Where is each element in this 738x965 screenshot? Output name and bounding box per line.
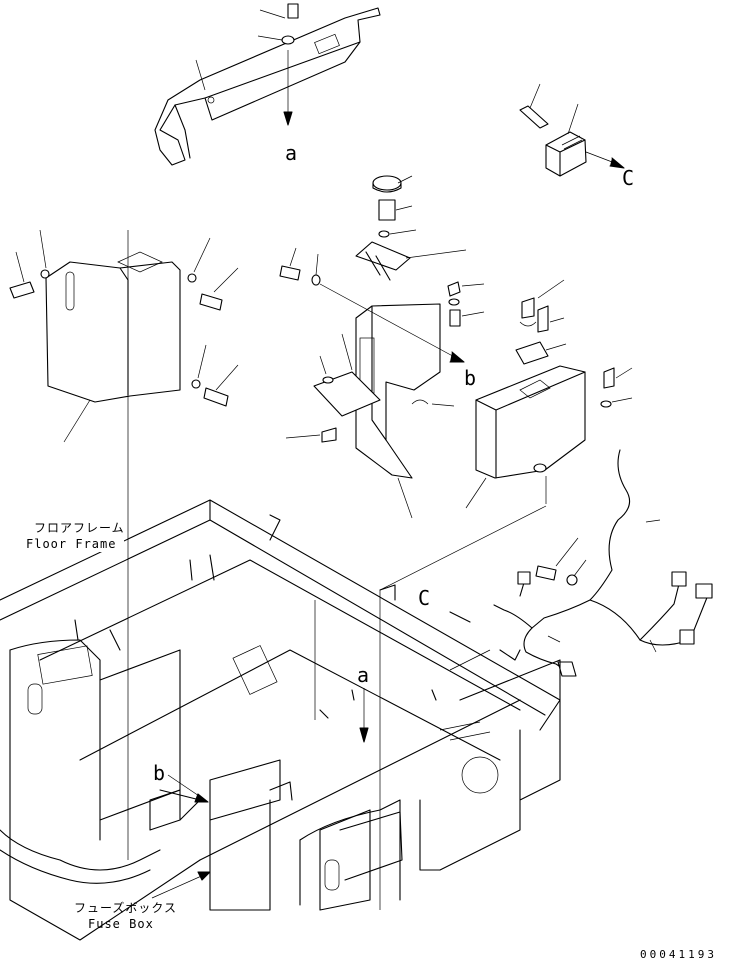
callout-b-lower-arrow [194,793,209,803]
drawing-number: 00041193 [640,948,717,961]
floor-frame-jp-label: フロアフレーム [34,521,125,535]
callout-b-upper: b [464,366,476,390]
callout-a-upper: a [285,141,297,165]
link-line-2 [449,649,491,671]
callout-c-lower: C [418,586,430,610]
floor-frame [0,499,561,941]
fuse-box-caption: フューズボックス Fuse Box [74,871,211,931]
callout-c-lower-arrow [449,611,471,623]
link-line [379,505,547,591]
floor-frame-caption: フロアフレーム Floor Frame [24,518,125,552]
right-plate [465,279,633,509]
center-cover-assembly [279,175,485,519]
callout-a-lower: a [357,663,369,687]
top-bracket [154,3,381,166]
wire-harness [493,449,713,677]
callout-a-lower-arrow [359,727,369,743]
fuse-box-en-label: Fuse Box [88,917,154,931]
callout-b-lower: b [153,761,165,785]
relay-assembly [519,83,625,177]
callout-c-upper: C [622,166,634,190]
floor-frame-en-label: Floor Frame [26,537,116,551]
left-cover-panel [9,229,239,860]
fuse-box-jp-label: フューズボックス [74,900,177,915]
